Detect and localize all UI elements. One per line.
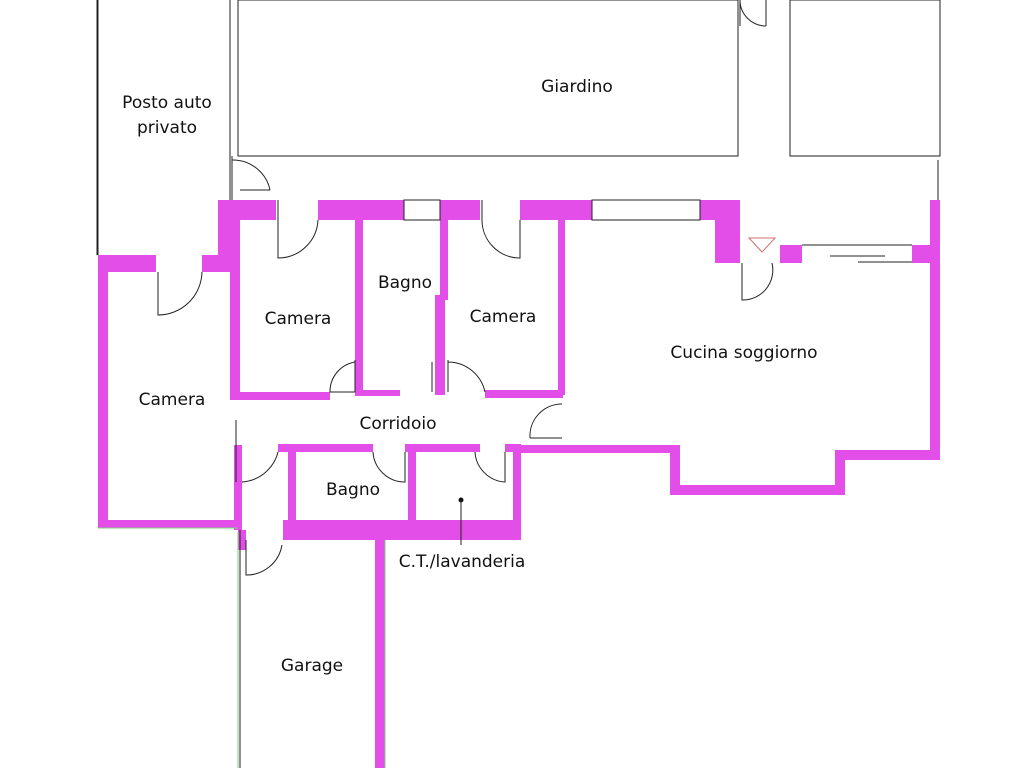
label-cucina-soggiorno: Cucina soggiorno [670,343,817,363]
label-garage: Garage [281,656,343,676]
label-bagno-bottom: Bagno [326,480,380,500]
label-posto-auto-2: privato [137,118,197,138]
label-posto-auto-1: Posto auto [122,93,212,113]
label-camera-left: Camera [139,390,206,410]
label-bagno-top: Bagno [378,273,432,293]
label-camera-right: Camera [470,307,537,327]
windows [403,199,912,263]
doors [98,200,777,768]
label-corridoio: Corridoio [360,414,437,434]
label-giardino: Giardino [541,77,613,97]
garden-area [237,0,739,157]
label-lavanderia: C.T./lavanderia [399,552,526,572]
parking-outline [97,0,231,255]
label-camera-middle: Camera [265,309,332,329]
garden-area-right [789,0,941,157]
walls [98,200,940,768]
